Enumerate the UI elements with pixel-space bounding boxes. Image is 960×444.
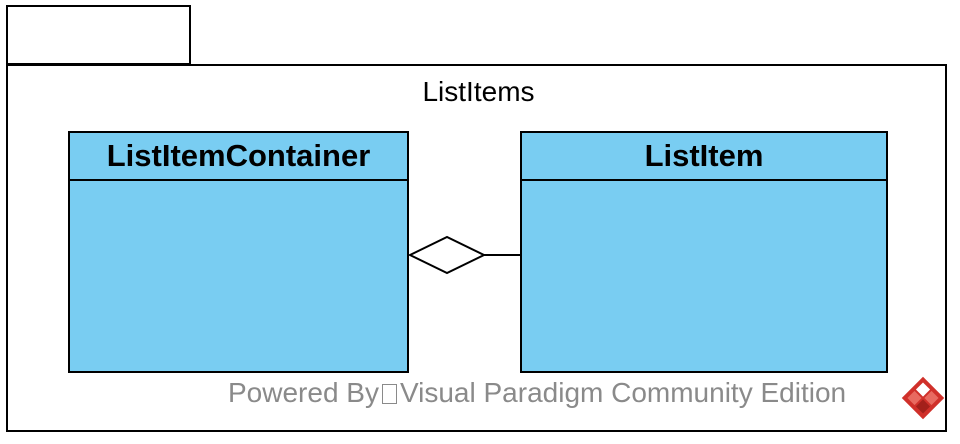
class-name: ListItemContainer	[70, 133, 407, 181]
visual-paradigm-logo-icon	[901, 376, 945, 420]
missing-glyph-icon	[381, 384, 397, 404]
class-listitemcontainer[interactable]: ListItemContainer	[68, 131, 409, 373]
watermark-prefix: Powered By	[228, 377, 379, 408]
watermark-text: Powered By Visual Paradigm Community Edit…	[228, 377, 846, 409]
class-name: ListItem	[522, 133, 886, 181]
package-name: ListItems	[422, 76, 535, 107]
watermark-suffix: Visual Paradigm Community Edition	[399, 377, 847, 408]
class-listitem[interactable]: ListItem	[520, 131, 888, 373]
aggregation-diamond-icon	[407, 235, 487, 275]
